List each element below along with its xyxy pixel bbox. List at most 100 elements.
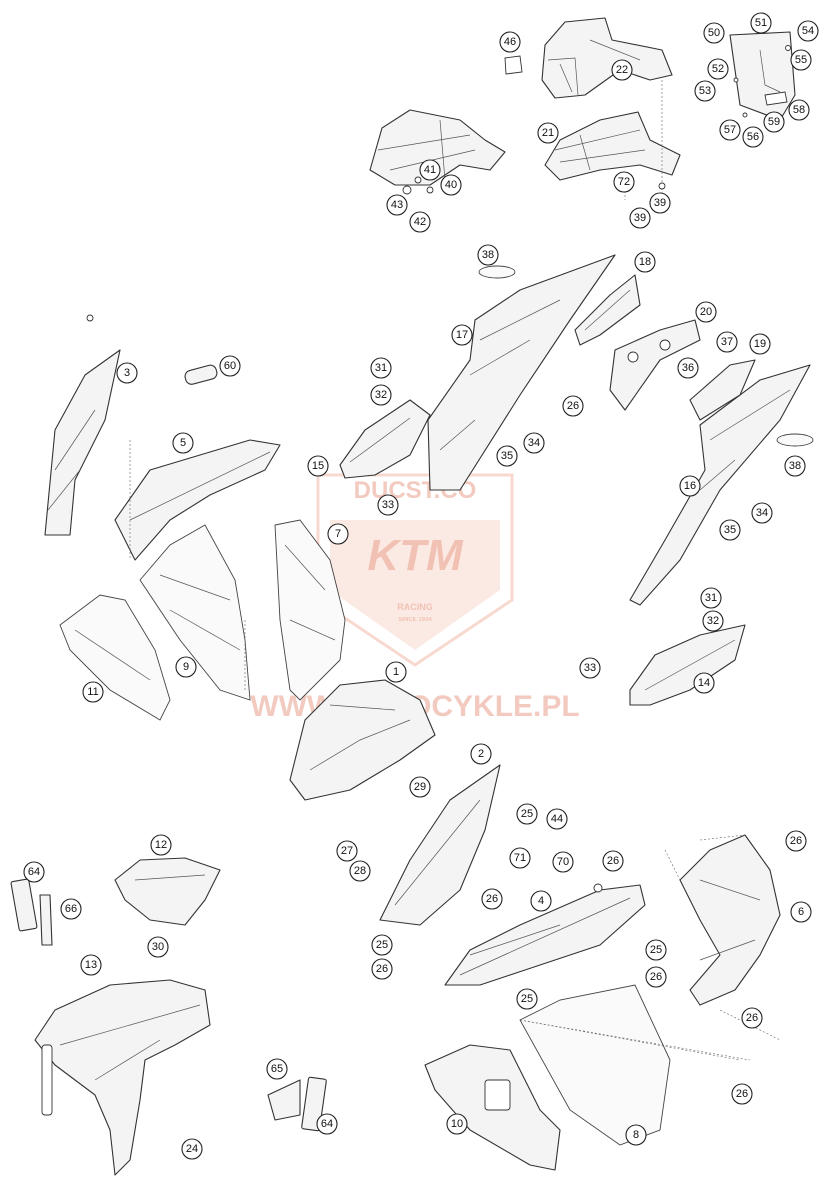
callout-33: 33 [377, 494, 399, 516]
callout-number: 15 [312, 460, 324, 472]
callout-number: 26 [376, 963, 388, 975]
callout-number: 20 [700, 306, 712, 318]
callout-circle [579, 657, 601, 679]
callout-64: 64 [316, 1113, 338, 1135]
callout-43: 43 [386, 194, 408, 216]
callout-55: 55 [790, 49, 812, 71]
rear-subframe-left [369, 109, 506, 195]
callout-circle [629, 207, 651, 229]
callout-number: 25 [376, 939, 388, 951]
callout-circle [790, 49, 812, 71]
callout-circle [749, 333, 771, 355]
rear-subframe-lower [544, 80, 681, 200]
callout-number: 26 [650, 971, 662, 983]
callout-42: 42 [409, 211, 431, 233]
callout-27: 27 [336, 840, 358, 862]
callout-32: 32 [702, 610, 724, 632]
lower-fairing-10 [424, 1044, 561, 1171]
callout-36: 36 [677, 357, 699, 379]
lower-inner-panel-11 [59, 594, 171, 721]
callout-number: 6 [798, 906, 804, 918]
callout-circle [763, 111, 785, 133]
callout-3: 3 [116, 362, 138, 384]
callout-circle [649, 192, 671, 214]
callout-circle [788, 99, 810, 121]
callout-number: 34 [528, 437, 540, 449]
callout-circle [172, 432, 194, 454]
callout-circle [677, 357, 699, 379]
callout-circle [700, 587, 722, 609]
callout-circle [60, 898, 82, 920]
callout-circle [266, 1058, 288, 1080]
callout-number: 28 [354, 865, 366, 877]
callout-number: 17 [456, 329, 468, 341]
callout-circle [537, 122, 559, 144]
callout-31: 31 [700, 587, 722, 609]
callout-64: 64 [23, 861, 45, 883]
callout-number: 50 [708, 27, 720, 39]
callout-circle [695, 301, 717, 323]
callout-56: 56 [742, 126, 764, 148]
callout-number: 46 [504, 36, 516, 48]
callout-number: 2 [478, 748, 484, 760]
callout-number: 35 [501, 450, 513, 462]
callout-number: 40 [445, 179, 457, 191]
callout-circle [499, 31, 521, 53]
callout-70: 70 [552, 851, 574, 873]
reflector-bracket-65 [267, 1079, 301, 1121]
callout-circle [790, 901, 812, 923]
tail-grab-piece [609, 319, 701, 411]
callout-number: 42 [414, 216, 426, 228]
callout-circle [419, 159, 441, 181]
belly-pan-6 [679, 834, 781, 1006]
callout-number: 16 [684, 480, 696, 492]
tail-side-bracket [574, 274, 641, 346]
callout-number: 18 [639, 256, 651, 268]
callout-circle [370, 357, 392, 379]
callout-15: 15 [307, 455, 329, 477]
seat-cowl-piece-right [629, 624, 746, 706]
callout-number: 36 [682, 362, 694, 374]
callout-number: 56 [747, 131, 759, 143]
callout-circle [741, 1007, 763, 1029]
callout-circle [694, 80, 716, 102]
callout-38: 38 [784, 455, 806, 477]
callout-number: 19 [754, 338, 766, 350]
callout-circle [625, 1124, 647, 1146]
callout-number: 58 [793, 104, 805, 116]
side-fairing-7 [274, 519, 346, 701]
callout-number: 71 [514, 852, 526, 864]
callout-number: 24 [186, 1143, 198, 1155]
upper-fairing-bracket [114, 439, 281, 561]
callout-circle [634, 251, 656, 273]
callout-circle [731, 1083, 753, 1105]
callout-circle [181, 1138, 203, 1160]
upper-fairing-1 [289, 679, 436, 801]
callout-number: 70 [557, 856, 569, 868]
callout-circle [451, 324, 473, 346]
callout-11: 11 [82, 681, 104, 703]
callout-41: 41 [419, 159, 441, 181]
callout-circle [327, 523, 349, 545]
callout-31: 31 [370, 357, 392, 379]
callout-circle [719, 119, 741, 141]
callout-59: 59 [763, 111, 785, 133]
callout-34: 34 [751, 502, 773, 524]
tail-cover-right [629, 364, 814, 606]
callout-51: 51 [750, 12, 772, 34]
callout-number: 65 [271, 1063, 283, 1075]
callout-circle [707, 58, 729, 80]
callout-9: 9 [175, 656, 197, 678]
callout-circle [716, 331, 738, 353]
callout-number: 52 [712, 63, 724, 75]
callout-34: 34 [523, 432, 545, 454]
callout-circle [679, 475, 701, 497]
callout-circle [611, 59, 633, 81]
callout-number: 26 [736, 1088, 748, 1100]
callout-35: 35 [496, 445, 518, 467]
callout-26: 26 [602, 850, 624, 872]
callout-number: 43 [391, 199, 403, 211]
callout-number: 7 [335, 528, 341, 540]
callout-number: 11 [87, 686, 98, 698]
